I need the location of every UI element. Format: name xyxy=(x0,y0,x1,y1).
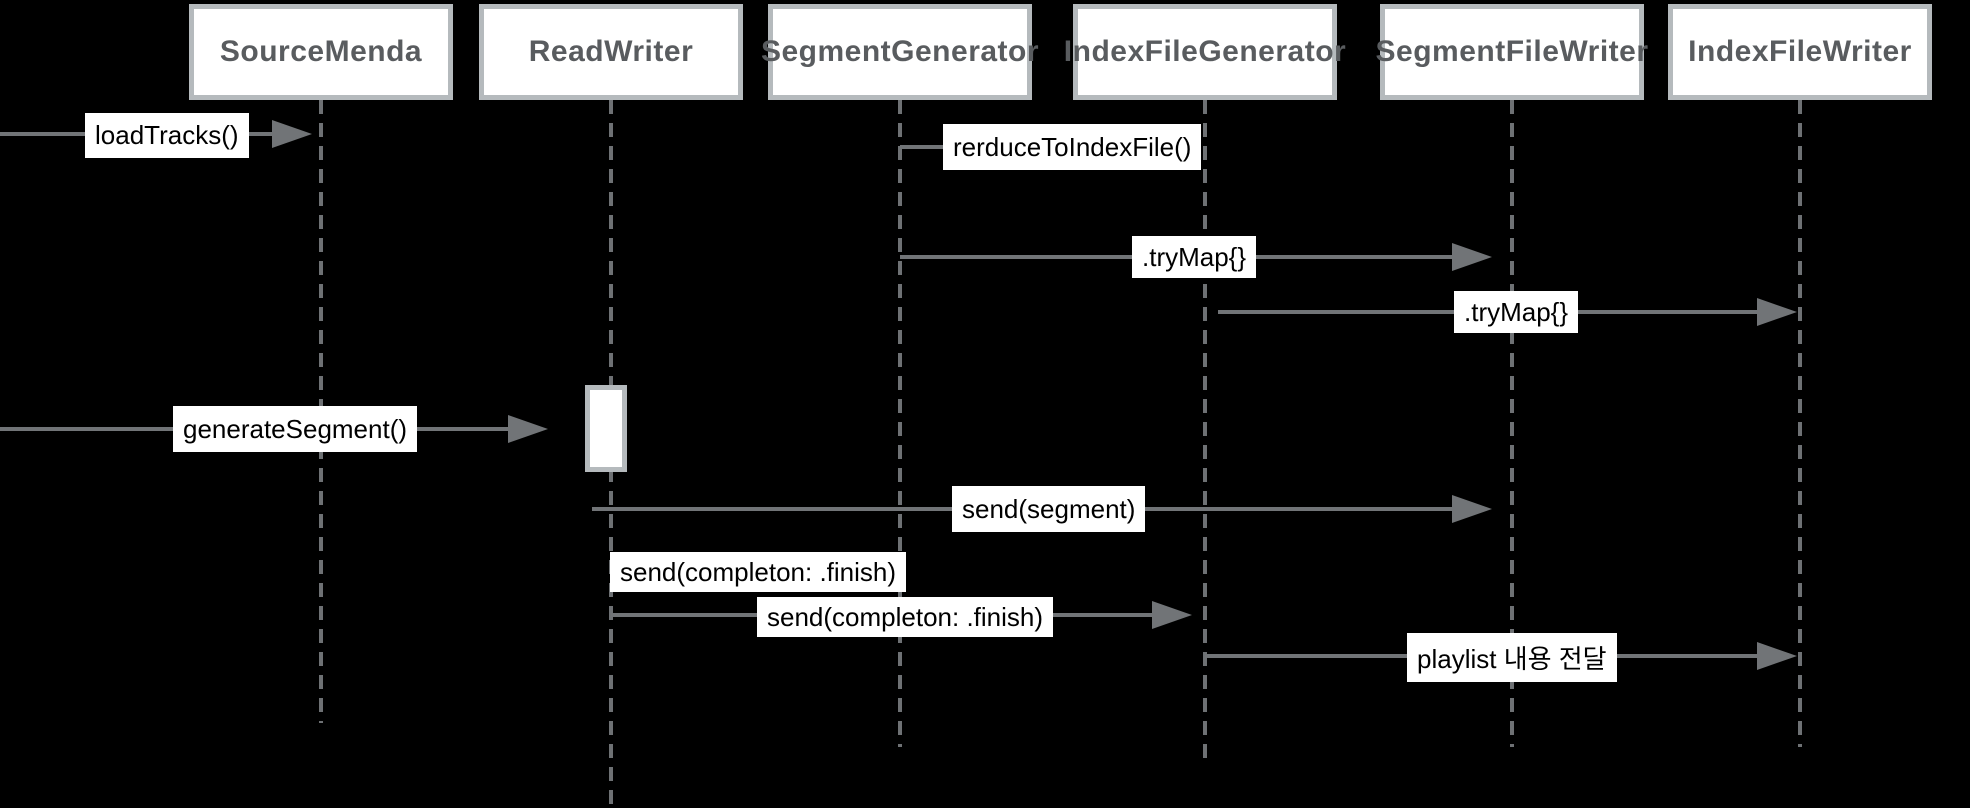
message-label: send(segment) xyxy=(952,486,1146,532)
message-label: send(completon: .finish) xyxy=(757,597,1054,637)
participant-label: SegmentFileWriter xyxy=(1375,35,1649,68)
activation-bar xyxy=(585,385,627,472)
participant-box: IndexFileGenerator xyxy=(1064,4,1346,100)
message-label: playlist 내용 전달 xyxy=(1407,633,1617,682)
arrowhead-icon xyxy=(1757,642,1797,670)
arrowhead-icon xyxy=(1452,243,1492,271)
participant-label: ReadWriter xyxy=(528,35,694,68)
arrowhead-icon xyxy=(1152,601,1192,629)
message-label: .tryMap{} xyxy=(1132,236,1257,278)
message-label: rerduceToIndexFile() xyxy=(943,124,1202,170)
message-label: .tryMap{} xyxy=(1454,291,1579,333)
lifeline xyxy=(1203,100,1207,760)
participant-label: SegmentGenerator xyxy=(760,35,1040,68)
message-label: loadTracks() xyxy=(85,113,249,158)
participant-box: IndexFileWriter xyxy=(1668,4,1932,100)
participant-box: SegmentGenerator xyxy=(761,4,1039,100)
message-label: generateSegment() xyxy=(173,406,418,452)
participant-box: SegmentFileWriter xyxy=(1376,4,1648,100)
arrowhead-icon xyxy=(1757,298,1797,326)
arrowhead-icon xyxy=(272,120,312,148)
arrowhead-icon xyxy=(508,415,548,443)
lifeline xyxy=(1798,100,1802,747)
participant-label: IndexFileGenerator xyxy=(1063,35,1347,68)
lifeline xyxy=(898,100,902,747)
participant-label: IndexFileWriter xyxy=(1688,35,1912,68)
arrowhead-icon xyxy=(1452,495,1492,523)
participant-box: SourceMenda xyxy=(189,4,453,100)
message-label: send(completon: .finish) xyxy=(610,552,907,592)
participant-label: SourceMenda xyxy=(219,35,423,68)
lifeline xyxy=(1510,100,1514,747)
participant-box: ReadWriter xyxy=(479,4,743,100)
